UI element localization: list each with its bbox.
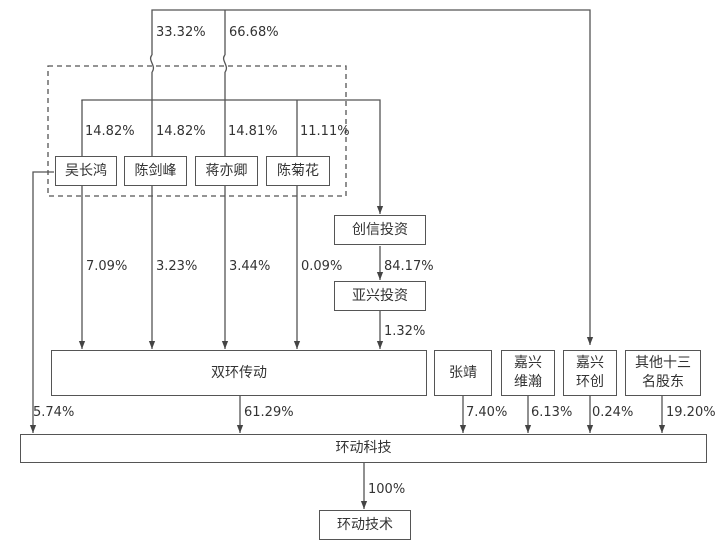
pct-top-left: 33.32%	[156, 25, 206, 40]
entity-chuangxin-investment: 创信投资	[334, 215, 426, 245]
pct-jiang-to-shuanghuan: 3.44%	[229, 259, 271, 274]
entity-jiaxing-weihan: 嘉兴维瀚	[501, 350, 555, 396]
line-wu-to-keji	[29, 171, 54, 433]
pct-yaxing-to-shuanghuan: 1.32%	[384, 324, 426, 339]
break-right	[222, 54, 228, 73]
family-group-dashed-box	[47, 65, 347, 197]
entity-other-shareholders: 其他十三名股东	[625, 350, 701, 396]
entity-chen-jianfeng: 陈剑峰	[124, 156, 187, 186]
line-top-to-jiaxing-hc	[151, 9, 594, 345]
entity-huandong-jishu: 环动技术	[319, 510, 411, 540]
pct-wu-to-keji: 5.74%	[33, 405, 75, 420]
pct-chuangxin-to-yaxing: 84.17%	[384, 259, 434, 274]
pct-chenjf-to-chuangxin: 14.82%	[156, 124, 206, 139]
pct-chenjf-to-shuanghuan: 3.23%	[156, 259, 198, 274]
break-left	[149, 54, 155, 73]
pct-keji-to-jishu: 100%	[368, 482, 406, 497]
pct-jiang-to-chuangxin: 14.81%	[228, 124, 278, 139]
entity-wu-changhong: 吴长鸿	[55, 156, 117, 186]
pct-zhangjing-to-keji: 7.40%	[466, 405, 508, 420]
pct-others-to-keji: 19.20%	[666, 405, 716, 420]
pct-wu-to-shuanghuan: 7.09%	[86, 259, 128, 274]
pct-wu-to-chuangxin: 14.82%	[85, 124, 135, 139]
entity-zhang-jing: 张靖	[434, 350, 492, 396]
pct-chenjh-to-shuanghuan: 0.09%	[301, 259, 343, 274]
entity-huandong-keji: 环动科技	[20, 434, 707, 463]
pct-top-right: 66.68%	[229, 25, 279, 40]
pct-shuanghuan-to-keji: 61.29%	[244, 405, 294, 420]
pct-chenjh-to-chuangxin: 11.11%	[300, 124, 350, 139]
entity-jiaxing-huanchuang: 嘉兴环创	[563, 350, 617, 396]
pct-jiaxing-hc-to-keji: 0.24%	[592, 405, 634, 420]
entity-shuanghuan-chuandong: 双环传动	[51, 350, 427, 396]
entity-chen-juhua: 陈菊花	[266, 156, 330, 186]
pct-jiaxing-wh-to-keji: 6.13%	[531, 405, 573, 420]
entity-yaxing-investment: 亚兴投资	[334, 281, 426, 311]
entity-jiang-yiqing: 蒋亦卿	[195, 156, 258, 186]
